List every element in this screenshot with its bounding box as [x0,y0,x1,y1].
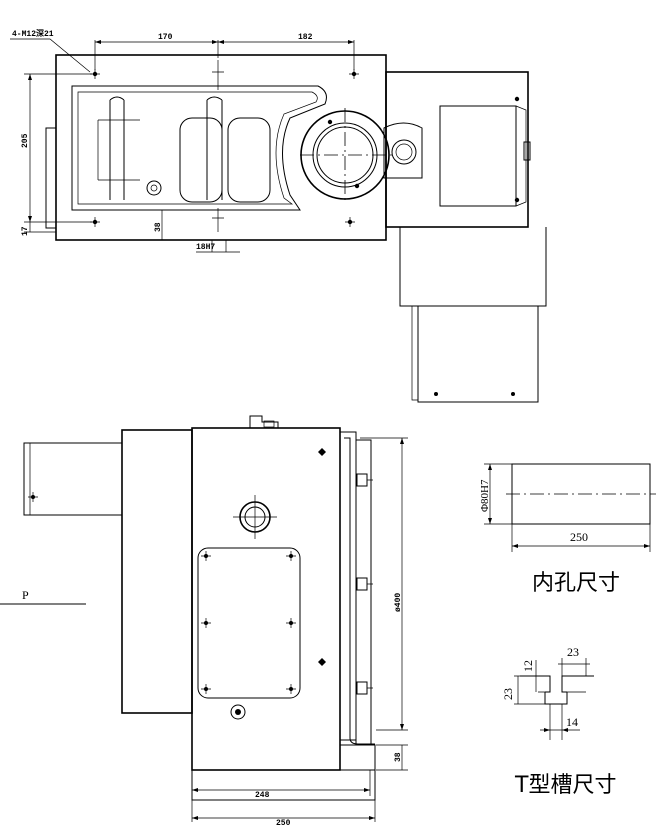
bore-detail: Φ80H7 250 内孔尺寸 [479,463,656,596]
side-shaft-centerlines [233,495,277,539]
top-hole-note: 4-M12深21 [12,28,54,39]
side-label-p: P [22,588,29,602]
side-cover-screws [201,551,296,694]
bore-caption: 内孔尺寸 [532,571,620,596]
top-lower-extension-edge [411,306,418,401]
side-cover-plate [197,547,301,699]
side-main-body [191,427,341,771]
tslot-profile [520,675,594,705]
side-drain-plug [230,704,246,720]
side-dim-400: ø400 [394,593,403,612]
bore-dim-length: 250 [570,530,588,544]
top-lug-hole-inner [395,143,413,161]
top-hole-markers [90,69,520,396]
side-base [191,769,376,801]
side-dim-250-lines [191,800,376,822]
side-top-bracket [249,415,279,428]
top-dim-lines-horizontal [94,40,355,70]
top-column-2 [206,96,223,200]
top-small-circle-inner [150,184,158,192]
side-top-bracket-detail [263,420,275,428]
tslot-dim-top-width: 23 [567,645,579,659]
top-slot-dim-lines [196,240,240,253]
top-slot-mark-top [212,60,224,90]
side-mark-bottom [318,658,326,666]
side-dim-400-lines [360,437,408,731]
top-dim-205: 205 [21,133,30,148]
bore-dim-diameter: Φ80H7 [479,479,491,512]
side-tab-3 [356,681,368,695]
tslot-dim-height: 23 [501,688,515,700]
top-dim-vertical [24,73,92,232]
top-lug [383,122,423,179]
top-motor-end [515,105,527,207]
tslot-detail: 23 12 23 14 T型槽尺寸 [501,645,616,798]
top-lug-hole [391,139,417,165]
top-right-housing [385,71,529,228]
top-block-1 [179,117,223,203]
side-left-block [121,429,193,714]
top-inner-frame-2 [77,91,318,205]
top-slot-note: 18H7 [196,243,215,252]
top-dim-38: 38 [154,222,163,232]
side-tab-2 [356,577,368,591]
side-view: P ø400 38 248 250 [0,415,408,828]
top-slot-mark-bottom [212,208,224,232]
top-inner-frame [71,85,327,211]
side-right-plate [355,439,372,746]
top-body-outline [55,54,387,241]
top-column-1 [109,96,125,200]
side-dim-38: 38 [394,752,403,762]
top-small-circle [146,180,162,196]
top-dim-17: 17 [21,226,30,236]
side-tab-1 [356,473,368,487]
top-motor [439,105,517,207]
top-lower-extension [417,305,539,403]
side-mark-top [318,448,326,456]
side-dim-248-lines [192,770,371,796]
side-left-cylinder [23,442,123,516]
top-left-cavity [97,119,140,181]
tslot-dim-neck: 12 [521,660,535,672]
side-right-flange [340,431,357,741]
side-dim-38-lines [376,744,408,771]
side-right-flange-inner [344,437,375,745]
top-hole-leader [10,38,91,73]
bore-dim-diameter-lines [484,463,512,525]
tslot-caption: T型槽尺寸 [514,773,616,798]
top-lower-housing [399,227,547,307]
side-base-right [340,744,376,771]
tslot-dim-bottom: 14 [566,715,578,729]
top-motor-shaft [523,141,531,161]
top-left-plate [45,127,57,229]
top-dim-182: 182 [298,33,313,42]
tslot-dim-height-lines [514,675,545,705]
side-dim-250: 250 [276,819,291,828]
top-view: 170 182 4-M12深21 205 17 38 18H7 [10,28,547,403]
side-dim-248: 248 [255,791,270,800]
top-dim-170: 170 [158,33,173,42]
top-bearing-centerlines [300,108,392,202]
tslot-dim-top-lines [558,658,590,676]
top-block-2 [227,117,271,203]
bore-dim-length-lines [511,524,651,552]
